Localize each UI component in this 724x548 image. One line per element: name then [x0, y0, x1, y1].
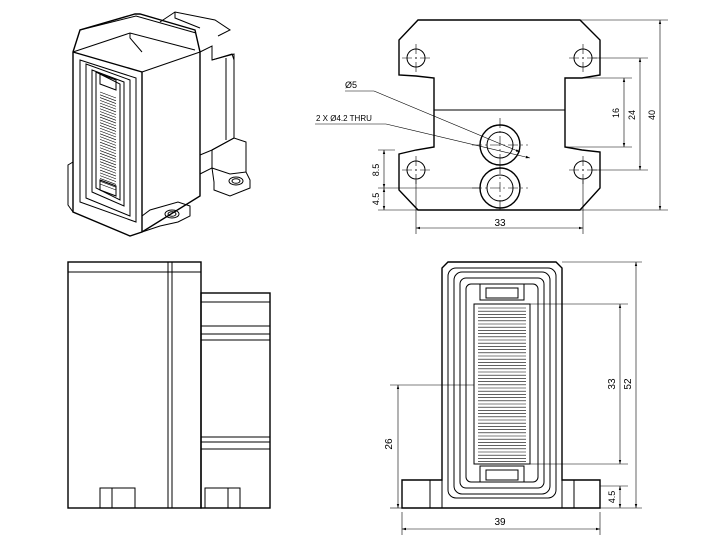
contact-line	[99, 158, 117, 166]
contact-line	[99, 100, 117, 107]
dim-16: 16	[611, 108, 621, 118]
contact-line	[99, 172, 117, 180]
dim-33-front: 33	[607, 378, 618, 390]
contact-line	[99, 119, 117, 127]
dim-4-5-top: 4.5	[371, 193, 381, 206]
contact-line	[99, 175, 117, 182]
dim-4-5-front: 4.5	[607, 491, 617, 504]
contact-line	[99, 102, 117, 110]
dim-39: 39	[494, 517, 506, 528]
contact-line	[99, 155, 117, 163]
contact-line	[99, 147, 117, 155]
dim-8-5: 8.5	[371, 164, 381, 177]
contact-line	[99, 133, 117, 141]
contact-line	[99, 91, 117, 99]
contact-line	[99, 169, 117, 177]
contact-line	[99, 153, 117, 160]
contact-line	[99, 125, 117, 132]
dim-52: 52	[623, 378, 634, 390]
contact-line	[99, 166, 117, 174]
contact-line	[99, 183, 117, 191]
contact-line	[99, 97, 117, 104]
contact-line	[99, 141, 117, 149]
dim-hole-dia: Ø5	[345, 80, 357, 90]
contact-line	[99, 116, 117, 124]
isometric-view	[67, 11, 251, 237]
contact-line	[99, 136, 117, 143]
front-view: 26 39 33 52 4.5	[384, 261, 642, 535]
contact-line	[99, 122, 117, 129]
contact-line	[99, 105, 117, 113]
contact-line	[99, 164, 117, 171]
contact-line	[99, 144, 117, 152]
dim-33-top: 33	[494, 218, 506, 229]
contact-line	[99, 180, 117, 188]
front-contacts	[478, 307, 526, 462]
contact-line	[99, 150, 117, 157]
contact-line	[99, 161, 117, 168]
dim-40: 40	[647, 110, 657, 120]
dim-26: 26	[384, 438, 395, 450]
contact-line	[99, 114, 117, 121]
iso-contacts	[99, 91, 117, 191]
top-view: Ø5 2 X Ø4.2 THRU 8.5 4.5 33 16 24 40	[315, 19, 668, 234]
contact-line	[99, 130, 117, 138]
contact-line	[99, 127, 117, 135]
contact-line	[99, 111, 117, 118]
dim-24: 24	[627, 110, 637, 120]
contact-line	[99, 108, 117, 116]
contact-line	[99, 94, 117, 102]
contact-line	[99, 139, 117, 146]
side-view	[67, 261, 271, 509]
contact-line	[99, 178, 117, 185]
dim-thru-holes: 2 X Ø4.2 THRU	[316, 114, 372, 123]
